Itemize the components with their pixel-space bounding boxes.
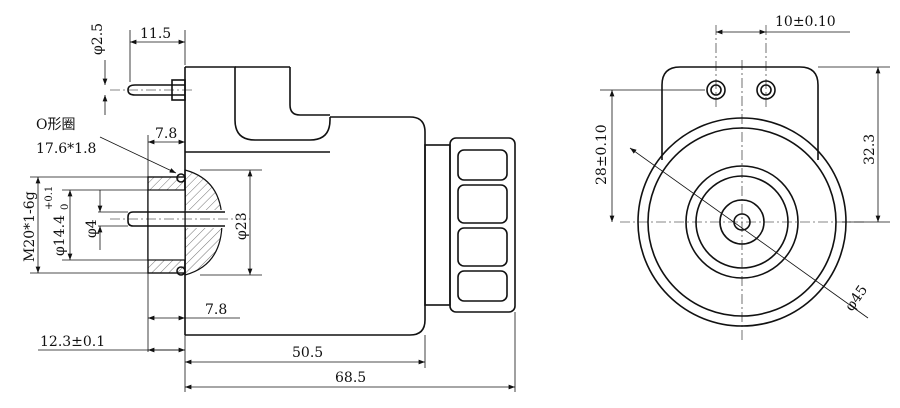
dim-hole-height: 28±0.10 [594, 124, 610, 185]
dim-body-length: 50.5 [292, 345, 323, 361]
dim-tab-height: 32.3 [862, 134, 878, 165]
nut-facet [457, 149, 508, 181]
nut-facet [457, 184, 508, 224]
dim-flange: 12.3±0.1 [40, 334, 105, 350]
dim-hole-spacing: 10±0.10 [775, 14, 836, 30]
dim-pin-diameter: φ2.5 [90, 23, 106, 55]
dim-bore-tol-lower: 0 [60, 204, 71, 210]
nut-facet [457, 270, 508, 302]
flange-bore [147, 189, 186, 261]
dim-outer-diameter: φ45 [842, 282, 871, 314]
oring-size: 17.6*1.8 [36, 141, 96, 157]
front-view: 10±0.10 28±0.10 32.3 φ45 [594, 14, 890, 340]
hex-nut [449, 137, 516, 313]
oring-top [176, 173, 186, 183]
dim-total-length: 68.5 [335, 370, 366, 386]
side-view: 11.5 φ2.5 O形圈 17.6*1.8 7.8 M20*1-6g φ14.… [22, 23, 516, 392]
dim-boss: φ23 [234, 212, 250, 240]
dim-bottom-step: 7.8 [205, 302, 227, 318]
oring-label: O形圈 [36, 117, 75, 133]
nut-outline [449, 137, 516, 313]
diameter-leader-line [629, 147, 869, 319]
terminal-tab [661, 66, 819, 160]
dim-bore-tol-upper: +0.1 [44, 186, 55, 210]
dim-pin-length: 11.5 [140, 26, 171, 42]
dim-pin-inner: φ4 [84, 219, 100, 238]
dim-top-step: 7.8 [155, 126, 177, 142]
dim-thread: M20*1-6g [22, 191, 38, 262]
nut-facet [457, 227, 508, 267]
dim-bore: φ14.4 [52, 215, 68, 256]
oring-bottom [176, 266, 186, 276]
oring-leader-line [99, 136, 177, 174]
collar [424, 144, 451, 306]
